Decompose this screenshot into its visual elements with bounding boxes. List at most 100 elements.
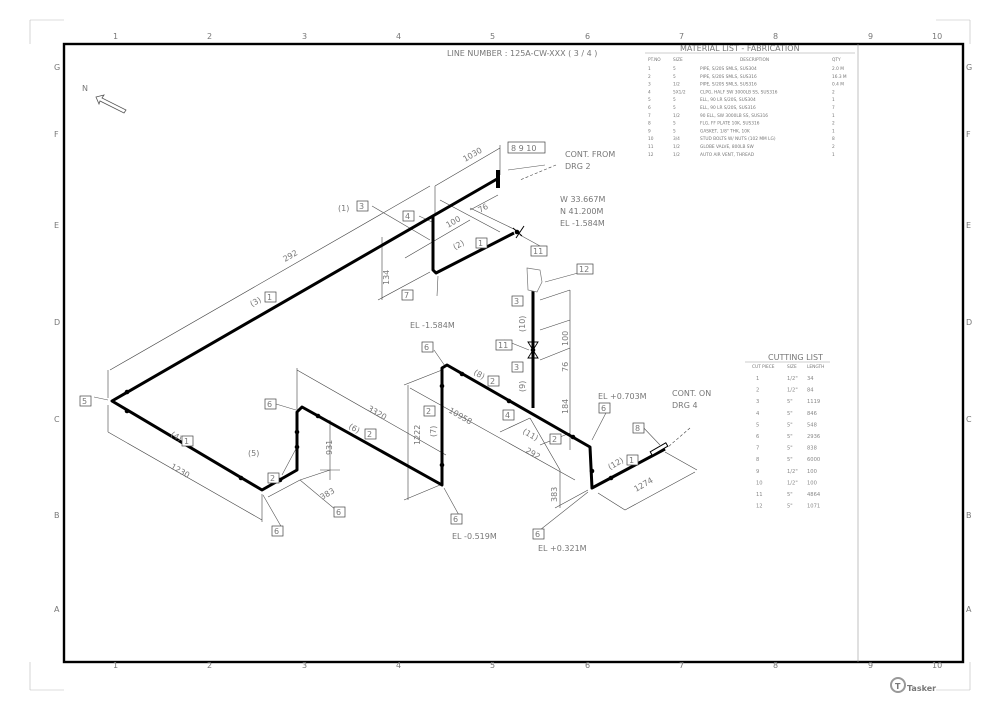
- grid-row-label: B: [54, 511, 60, 520]
- grid-row-label: A: [54, 605, 60, 614]
- material-list-cell: FLG, FF PLATE 10K, SUS316: [700, 121, 760, 127]
- coordinate-label: W 33.667M: [560, 195, 605, 204]
- cutting-list-cell: 1071: [807, 504, 820, 510]
- callout-number: 7: [404, 291, 409, 300]
- material-list-cell: 7: [832, 105, 835, 111]
- callout-box: 11: [530, 245, 548, 257]
- air-vent-icon: [526, 267, 543, 293]
- cutting-list-header: SIZE: [787, 364, 797, 370]
- material-list-cell: 4: [648, 89, 651, 95]
- material-list-cell: 5X1/2: [673, 89, 686, 95]
- cutting-list-cell: 2: [756, 388, 759, 394]
- material-list-cell: 1: [832, 152, 835, 158]
- callout-number: 4: [405, 212, 410, 221]
- cutting-list-cell: 5": [787, 504, 793, 510]
- callout-box: 1: [626, 454, 639, 466]
- material-list-cell: 1: [832, 128, 835, 134]
- material-list-cell: 1: [832, 113, 835, 119]
- material-list-cell: 16.3 M: [832, 74, 847, 80]
- material-list-cell: 5: [648, 97, 651, 103]
- cutting-list-cell: 8: [756, 457, 759, 463]
- callout-number: 6: [453, 515, 458, 524]
- callout-box: 11: [495, 339, 513, 351]
- callout-number: 2: [270, 474, 275, 483]
- callout-number: 12: [579, 265, 589, 274]
- line-number: LINE NUMBER : 125A-CW-XXX ( 3 / 4 ): [447, 49, 597, 58]
- dimension-text: 76: [477, 202, 490, 215]
- material-list-cell: 2: [832, 121, 835, 127]
- callout-number: 1: [184, 437, 189, 446]
- grid-row-label: C: [54, 415, 60, 424]
- flange-from-drg2: [496, 170, 500, 188]
- grid-row-label: D: [54, 318, 60, 327]
- cutting-list-cell: 5": [787, 422, 793, 428]
- cutting-list-cell: 1/2": [787, 469, 798, 475]
- grid-column-label: 4: [396, 661, 401, 670]
- weld-points: [124, 371, 614, 483]
- callout-number: 2: [490, 377, 495, 386]
- material-list-cell: 8: [648, 121, 651, 127]
- grid-row-label: A: [966, 605, 972, 614]
- dimension-text: 10958: [447, 406, 474, 427]
- material-list-cell: 7: [648, 113, 651, 119]
- piece-number: (1): [338, 204, 349, 213]
- material-list-cell: GLOBE VALVE, 800LB SW: [700, 144, 755, 150]
- callout-box: 12: [576, 263, 594, 275]
- material-list-cell: 3/4: [673, 136, 680, 142]
- grid-column-label: 7: [679, 661, 684, 670]
- grid-column-label: 5: [490, 661, 495, 670]
- grid-row-label: B: [966, 511, 972, 520]
- cutting-list-cell: 6: [756, 434, 759, 440]
- cont-from-label: CONT. FROM: [565, 150, 615, 159]
- material-list-cell: 12: [648, 152, 654, 158]
- grid-column-label: 8: [773, 32, 778, 41]
- grid-column-label: 2: [207, 661, 212, 670]
- callout-number: 3: [514, 297, 519, 306]
- callout-number: 2: [367, 430, 372, 439]
- callout-number: 6: [601, 404, 606, 413]
- cutting-list-cell: 1119: [807, 399, 820, 405]
- cutting-list-cell: 100: [807, 480, 817, 486]
- material-list-cell: PIPE, S/20S SMLS, SUS304: [700, 66, 757, 72]
- grid-column-label: 10: [932, 32, 942, 41]
- grid-column-label: 1: [113, 32, 118, 41]
- dimension-text: 3320: [366, 404, 388, 422]
- material-list-cell: 1: [648, 66, 651, 72]
- material-list-cell: 1/2: [673, 113, 680, 119]
- callout-number: 6: [336, 508, 341, 517]
- material-list-cell: PIPE, S/20S SMLS, SUS316: [700, 82, 757, 88]
- callout-box: 6: [532, 528, 545, 540]
- cutting-list-cell: 5": [787, 446, 793, 452]
- grid-column-label: 3: [302, 661, 307, 670]
- callout-number: 3: [359, 202, 364, 211]
- cutting-list-cell: 11: [756, 492, 763, 498]
- north-arrow-icon: [95, 94, 127, 114]
- dimension-text: 292: [524, 446, 542, 461]
- grid-column-label: 2: [207, 32, 212, 41]
- material-list-cell: 90 ELL, SW 3000LB SS, SUS316: [700, 113, 768, 119]
- callout-number: 8 9 10: [511, 144, 536, 153]
- tasker-watermark: T Tasker: [890, 677, 936, 693]
- callout-box: 2: [267, 472, 280, 484]
- callout-box: 3: [511, 361, 524, 373]
- callout-number: 1: [629, 456, 634, 465]
- callout-number: 6: [267, 400, 272, 409]
- grid-column-label: 3: [302, 32, 307, 41]
- callout-box: 3: [511, 295, 524, 307]
- grid-column-label: 6: [585, 32, 590, 41]
- dimension-text: 1030: [462, 146, 484, 164]
- piece-number: (3): [249, 295, 263, 308]
- cutting-list-cell: 4864: [807, 492, 821, 498]
- coordinate-label: N 41.200M: [560, 207, 604, 216]
